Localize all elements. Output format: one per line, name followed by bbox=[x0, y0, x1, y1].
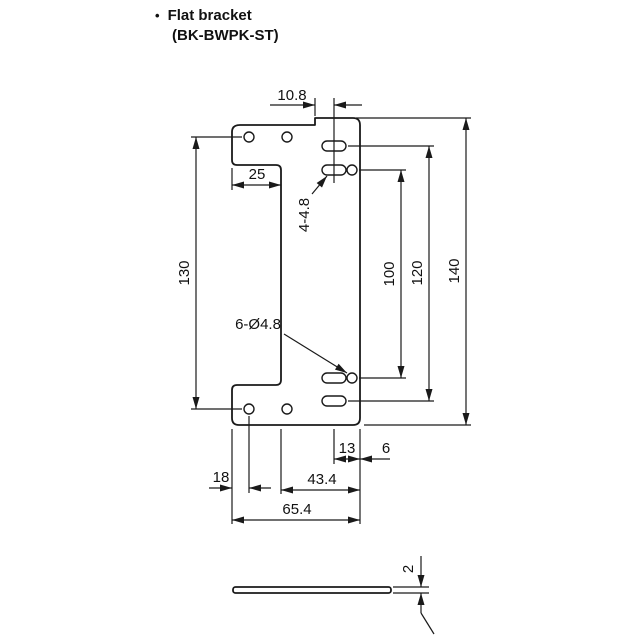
callout-slots: 4-4.8 bbox=[296, 175, 328, 232]
leader-line bbox=[283, 333, 348, 374]
dimension-hole-to-edge: 6 bbox=[360, 440, 390, 463]
dim-label-bottom-right-width: 43.4 bbox=[307, 471, 336, 488]
dim-label-bottom-left-offset: 18 bbox=[213, 469, 230, 486]
dim-label-thickness: 2 bbox=[400, 565, 417, 573]
drawing-title: Flat bracket bbox=[167, 7, 252, 24]
slot-hole bbox=[321, 395, 347, 407]
dim-label-top-tab-width: 25 bbox=[249, 166, 266, 183]
dim-label-total-width: 65.4 bbox=[282, 501, 311, 518]
dim-label-hole-to-edge: 6 bbox=[382, 440, 390, 457]
bracket-front-view bbox=[231, 117, 361, 426]
bullet-icon: • bbox=[155, 8, 160, 23]
dim-label-total-height: 140 bbox=[446, 258, 463, 283]
round-hole bbox=[346, 164, 358, 176]
dimension-total-width: 65.4 bbox=[231, 429, 361, 524]
drawing-subtitle: (BK-BWPK-ST) bbox=[172, 27, 279, 44]
dim-label-hole-callout: 6-Ø4.8 bbox=[235, 316, 281, 333]
dimension-bottom-left-offset: 18 bbox=[209, 416, 271, 493]
dimension-top-offset: 10.8 bbox=[270, 87, 362, 183]
side-view-plate bbox=[232, 586, 392, 594]
leader-line bbox=[311, 175, 328, 195]
dimension-inner-hole-span: 100 bbox=[359, 169, 406, 379]
round-holes bbox=[243, 131, 358, 415]
dimension-left-hole-span: 130 bbox=[176, 136, 242, 410]
bracket-side-view: 2 bbox=[232, 556, 435, 635]
dim-label-slot-to-edge: 13 bbox=[339, 440, 356, 457]
dimension-top-tab-width: 25 bbox=[231, 166, 281, 190]
round-hole bbox=[281, 403, 293, 415]
round-hole bbox=[346, 372, 358, 384]
dimension-bottom-right-width: 43.4 bbox=[280, 429, 360, 494]
dim-label-outer-slot-span: 120 bbox=[409, 260, 426, 285]
round-hole bbox=[281, 131, 293, 143]
callout-round-holes: 6-Ø4.8 bbox=[235, 316, 348, 374]
dim-label-slot-callout: 4-4.8 bbox=[296, 198, 313, 232]
dim-label-top-offset: 10.8 bbox=[277, 87, 306, 104]
round-hole bbox=[243, 403, 255, 415]
dimension-outer-slot-span: 120 bbox=[348, 145, 434, 402]
bracket-outline bbox=[231, 117, 361, 426]
dim-label-left-hole-span: 130 bbox=[176, 260, 193, 285]
slot-hole bbox=[321, 372, 347, 384]
dimension-slot-to-edge: 13 bbox=[333, 429, 360, 464]
dim-label-inner-hole-span: 100 bbox=[381, 261, 398, 286]
round-hole bbox=[243, 131, 255, 143]
drawing-header: • Flat bracket (BK-BWPK-ST) bbox=[155, 6, 279, 46]
dimension-total-height: 140 bbox=[356, 117, 471, 426]
dim-line bbox=[420, 612, 435, 635]
